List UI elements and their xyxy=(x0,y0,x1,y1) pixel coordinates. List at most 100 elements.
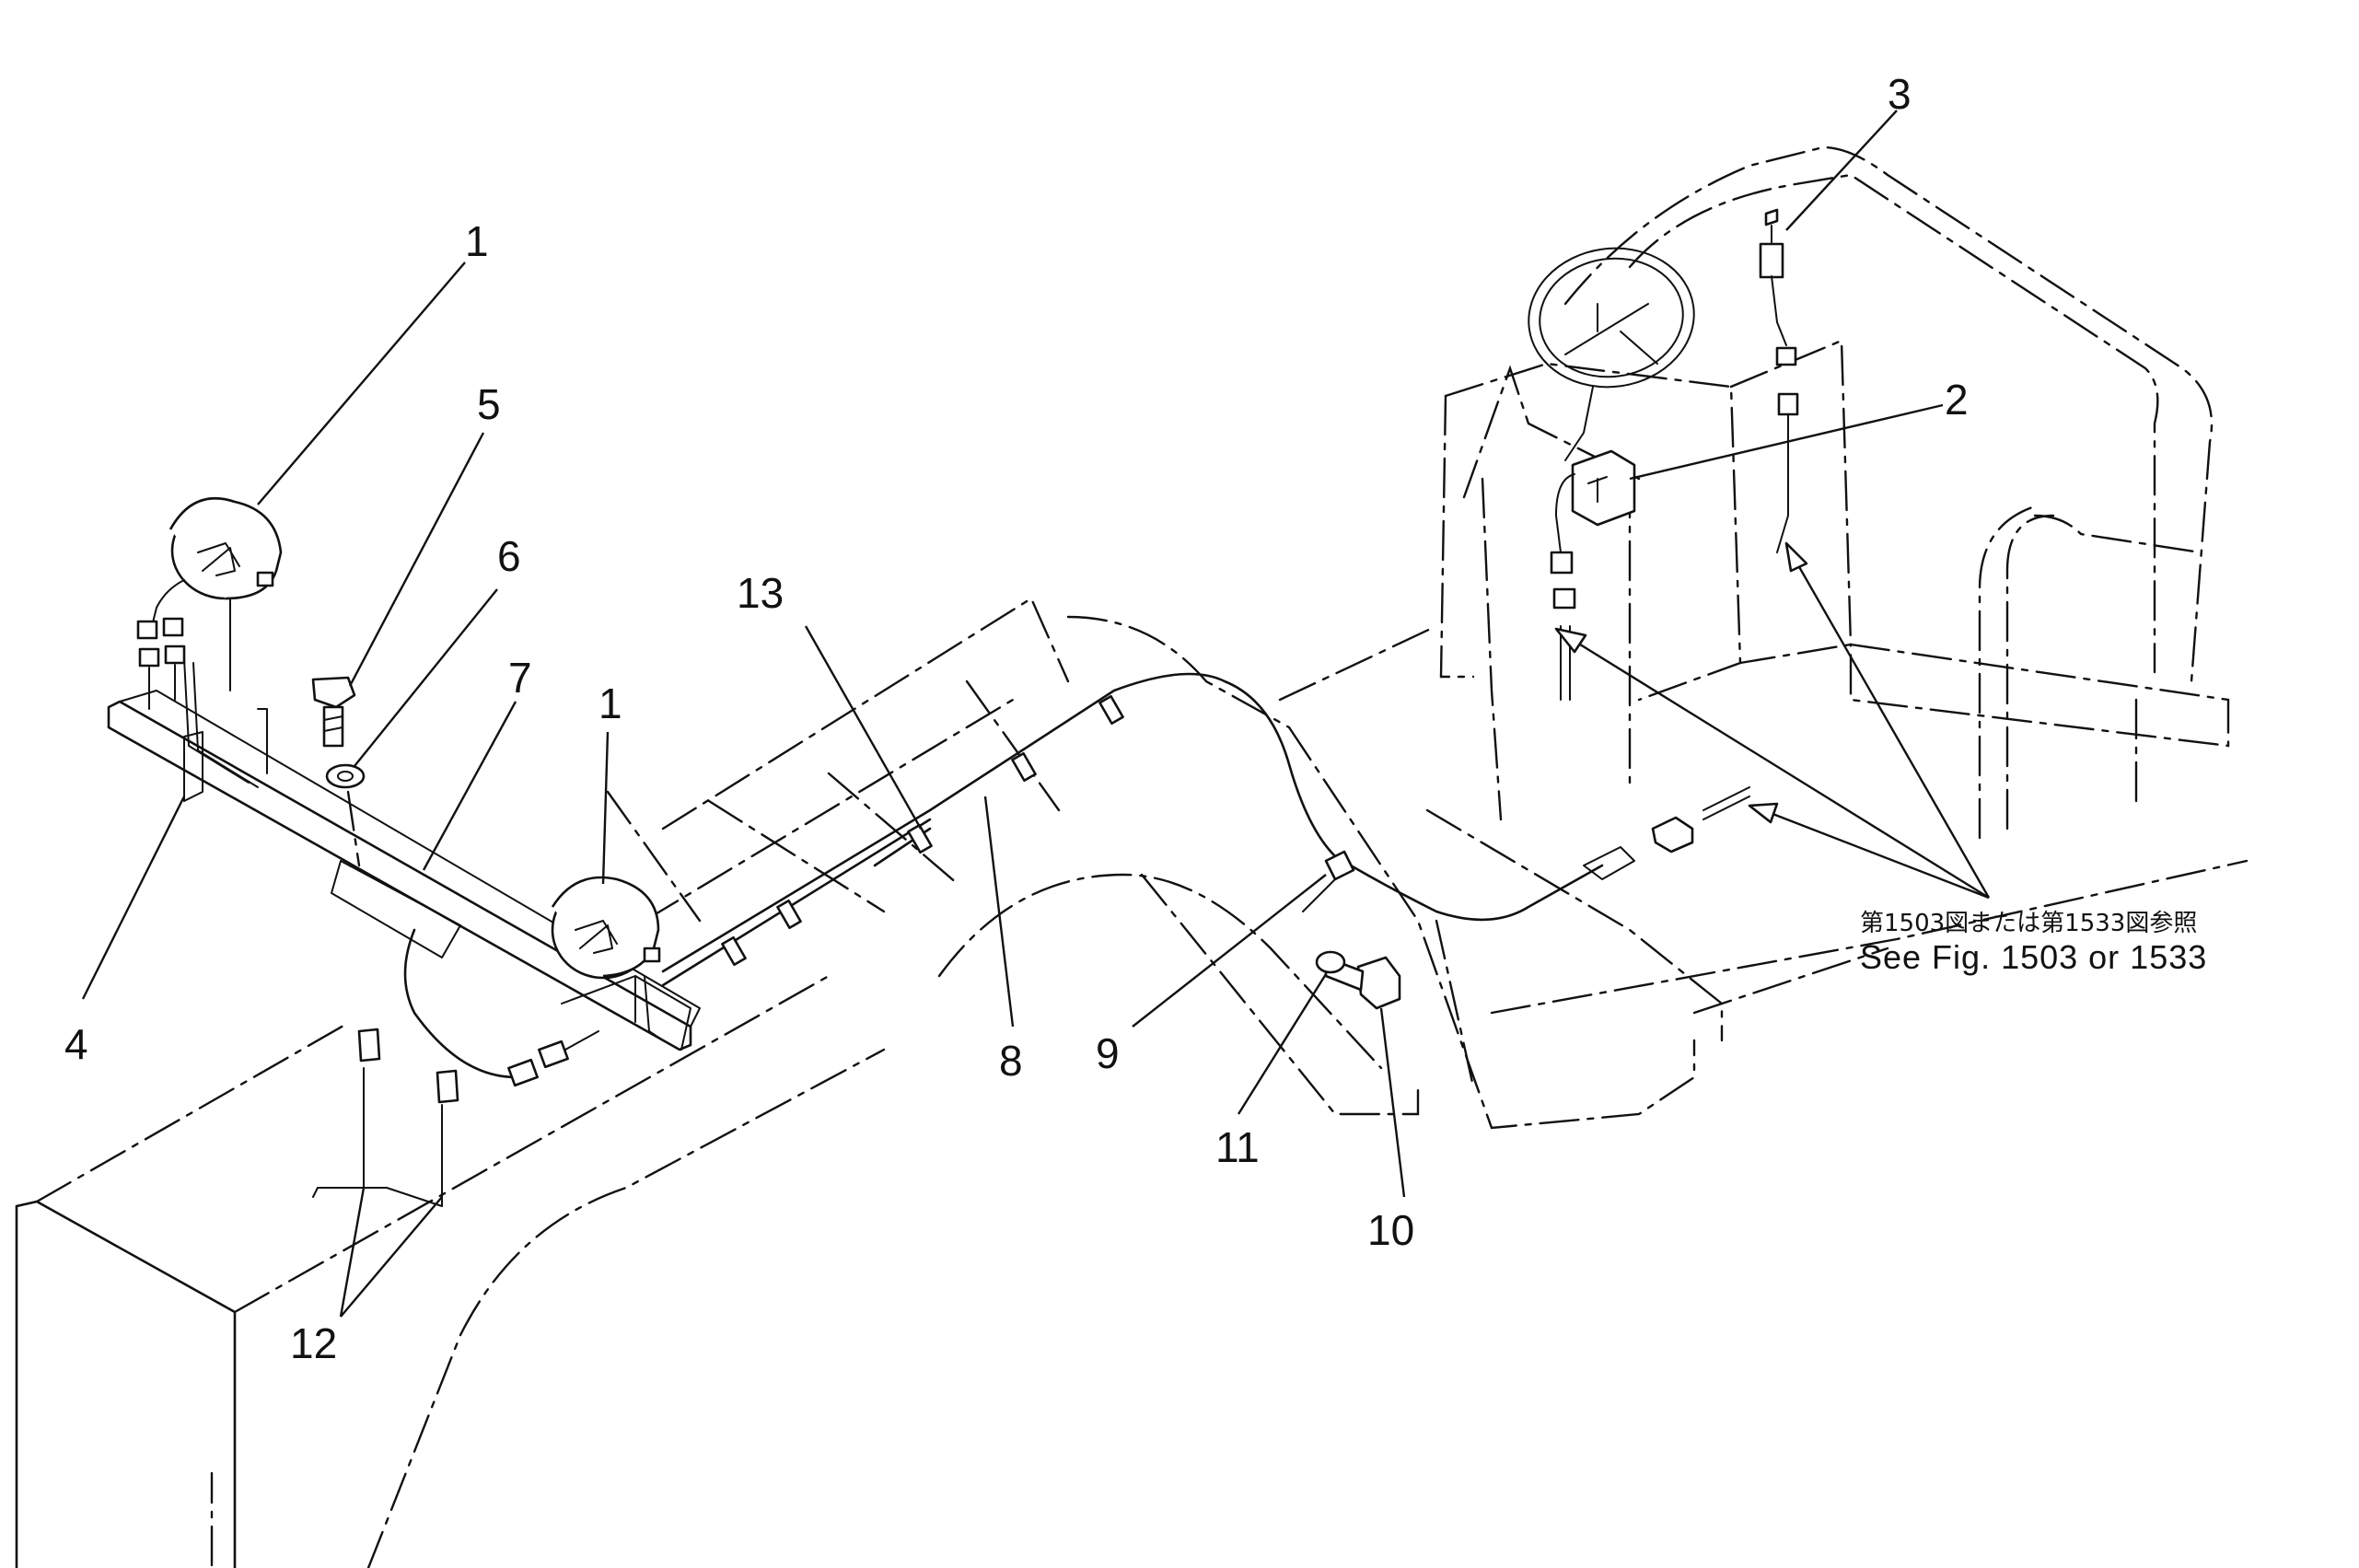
bolt-head xyxy=(1356,956,1401,1010)
lamp-wires xyxy=(148,598,231,710)
callout-4: 4 xyxy=(64,1020,88,1068)
leader-11 xyxy=(1237,973,1328,1115)
bolt-head xyxy=(311,676,356,709)
pilot-lamp-connector xyxy=(1775,346,1797,366)
work-lamp-right xyxy=(551,876,664,1041)
harness-main xyxy=(661,672,1604,973)
lamp-bolt xyxy=(643,947,661,963)
lamp-stay xyxy=(634,975,664,1041)
pilot-lamp-cap xyxy=(1764,208,1779,226)
leader-12 xyxy=(339,1187,443,1318)
nut xyxy=(436,1069,459,1104)
wheel-arch xyxy=(937,873,1383,1070)
reference-note: 第1503図または第1533図参照 See Fig. 1503 or 1533 xyxy=(1860,910,2339,977)
callout-2: 2 xyxy=(1945,376,1969,424)
light-switch xyxy=(1550,449,1636,701)
harness-connector-mate xyxy=(1651,816,1694,854)
floor-plate xyxy=(1849,643,2230,748)
loop-connector xyxy=(507,1058,539,1087)
wiring-harness xyxy=(661,672,1750,987)
dash-panel xyxy=(1462,365,1641,499)
harness-clamp xyxy=(776,899,802,930)
arrowhead xyxy=(1784,541,1808,573)
harness-bracket xyxy=(1324,850,1355,881)
loop-connector-mate xyxy=(538,1040,569,1069)
switch-connector-mate xyxy=(1552,587,1576,610)
callout-5: 5 xyxy=(477,380,501,428)
hood-outline xyxy=(661,597,1070,830)
harness-clamp xyxy=(1098,694,1124,726)
nuts-12 xyxy=(312,1028,459,1207)
callout-1a: 1 xyxy=(465,217,489,265)
washer-outer xyxy=(1315,950,1346,974)
switch-wire xyxy=(1555,473,1575,553)
leader-4 xyxy=(81,796,186,1000)
operator-station xyxy=(1439,145,2230,840)
washer-hole xyxy=(337,771,354,782)
cowl-outline xyxy=(1287,726,1696,1130)
callout-12: 12 xyxy=(290,1319,337,1367)
callout-7: 7 xyxy=(508,654,532,702)
phantom-line xyxy=(233,974,831,1314)
leader-3 xyxy=(1785,110,1898,231)
phantom-line xyxy=(1490,859,2249,1015)
lamp-lens-pattern xyxy=(197,542,240,576)
switch-lever xyxy=(1587,476,1608,503)
machine-body-outline xyxy=(15,597,2249,1568)
front-panel-edge xyxy=(15,1200,237,1568)
leader-lines xyxy=(81,110,1944,1318)
callout-11: 11 xyxy=(1215,1123,1260,1171)
callout-labels: 1 1 2 3 4 5 6 7 8 9 10 11 12 13 xyxy=(64,70,1969,1367)
harness-clamp xyxy=(907,823,933,854)
phantom-line xyxy=(35,1020,352,1203)
console-left xyxy=(1439,394,1475,679)
arrow-to-lamp xyxy=(1789,552,1991,899)
phantom-line xyxy=(1278,624,1438,702)
rail-outer xyxy=(1563,145,2214,683)
arrowhead xyxy=(1554,627,1587,654)
pilot-lamp-connector-mate xyxy=(1777,392,1799,416)
harness-clamp xyxy=(1011,751,1037,783)
harness-clamp xyxy=(721,935,747,967)
steering-wheel-outer xyxy=(1528,247,1695,389)
assembly-lines xyxy=(363,1067,443,1207)
phantom-line xyxy=(606,698,1015,923)
bracket-end xyxy=(561,975,691,1051)
callout-1b: 1 xyxy=(598,679,622,727)
reference-note-japanese: 第1503図または第1533図参照 xyxy=(1860,910,2198,937)
switch-body xyxy=(1571,449,1636,527)
lamp-connector xyxy=(162,617,184,637)
phantom-line xyxy=(1435,919,1475,1088)
assembly-line xyxy=(346,790,361,867)
leader-9 xyxy=(1132,874,1327,1028)
harness-loop xyxy=(403,928,517,1079)
switch-connector xyxy=(1550,551,1574,575)
hood-curve xyxy=(1066,615,1291,729)
callout-6: 6 xyxy=(497,532,521,580)
lamp-cord xyxy=(151,579,185,627)
leader-1a xyxy=(257,261,466,505)
hood-panel-lines xyxy=(707,679,1061,913)
console-outline xyxy=(1444,362,1742,702)
washer-11 xyxy=(1315,950,1346,974)
leader-6 xyxy=(354,588,498,767)
lamp-bolt xyxy=(256,571,274,587)
leader-7 xyxy=(422,701,517,871)
rail-cross xyxy=(2033,514,2202,554)
bracket-stay xyxy=(183,657,268,788)
nut xyxy=(357,1028,381,1063)
rail-post-inner xyxy=(1978,505,2037,840)
lamp-connector xyxy=(136,620,158,640)
harness-connector xyxy=(1583,846,1635,880)
pilot-lamp-wire xyxy=(1771,225,1787,346)
lamp-lens-pattern xyxy=(575,920,618,954)
leader-8 xyxy=(983,796,1015,1028)
leader-13 xyxy=(804,625,923,830)
leader-10 xyxy=(1379,1007,1406,1198)
washer-6 xyxy=(325,763,366,789)
bracket-plate xyxy=(331,860,461,958)
callout-13: 13 xyxy=(737,569,784,617)
arrow-to-switch xyxy=(1564,633,1990,900)
steering-wheel-inner xyxy=(1539,257,1684,378)
arrow-to-connector xyxy=(1762,808,1990,900)
